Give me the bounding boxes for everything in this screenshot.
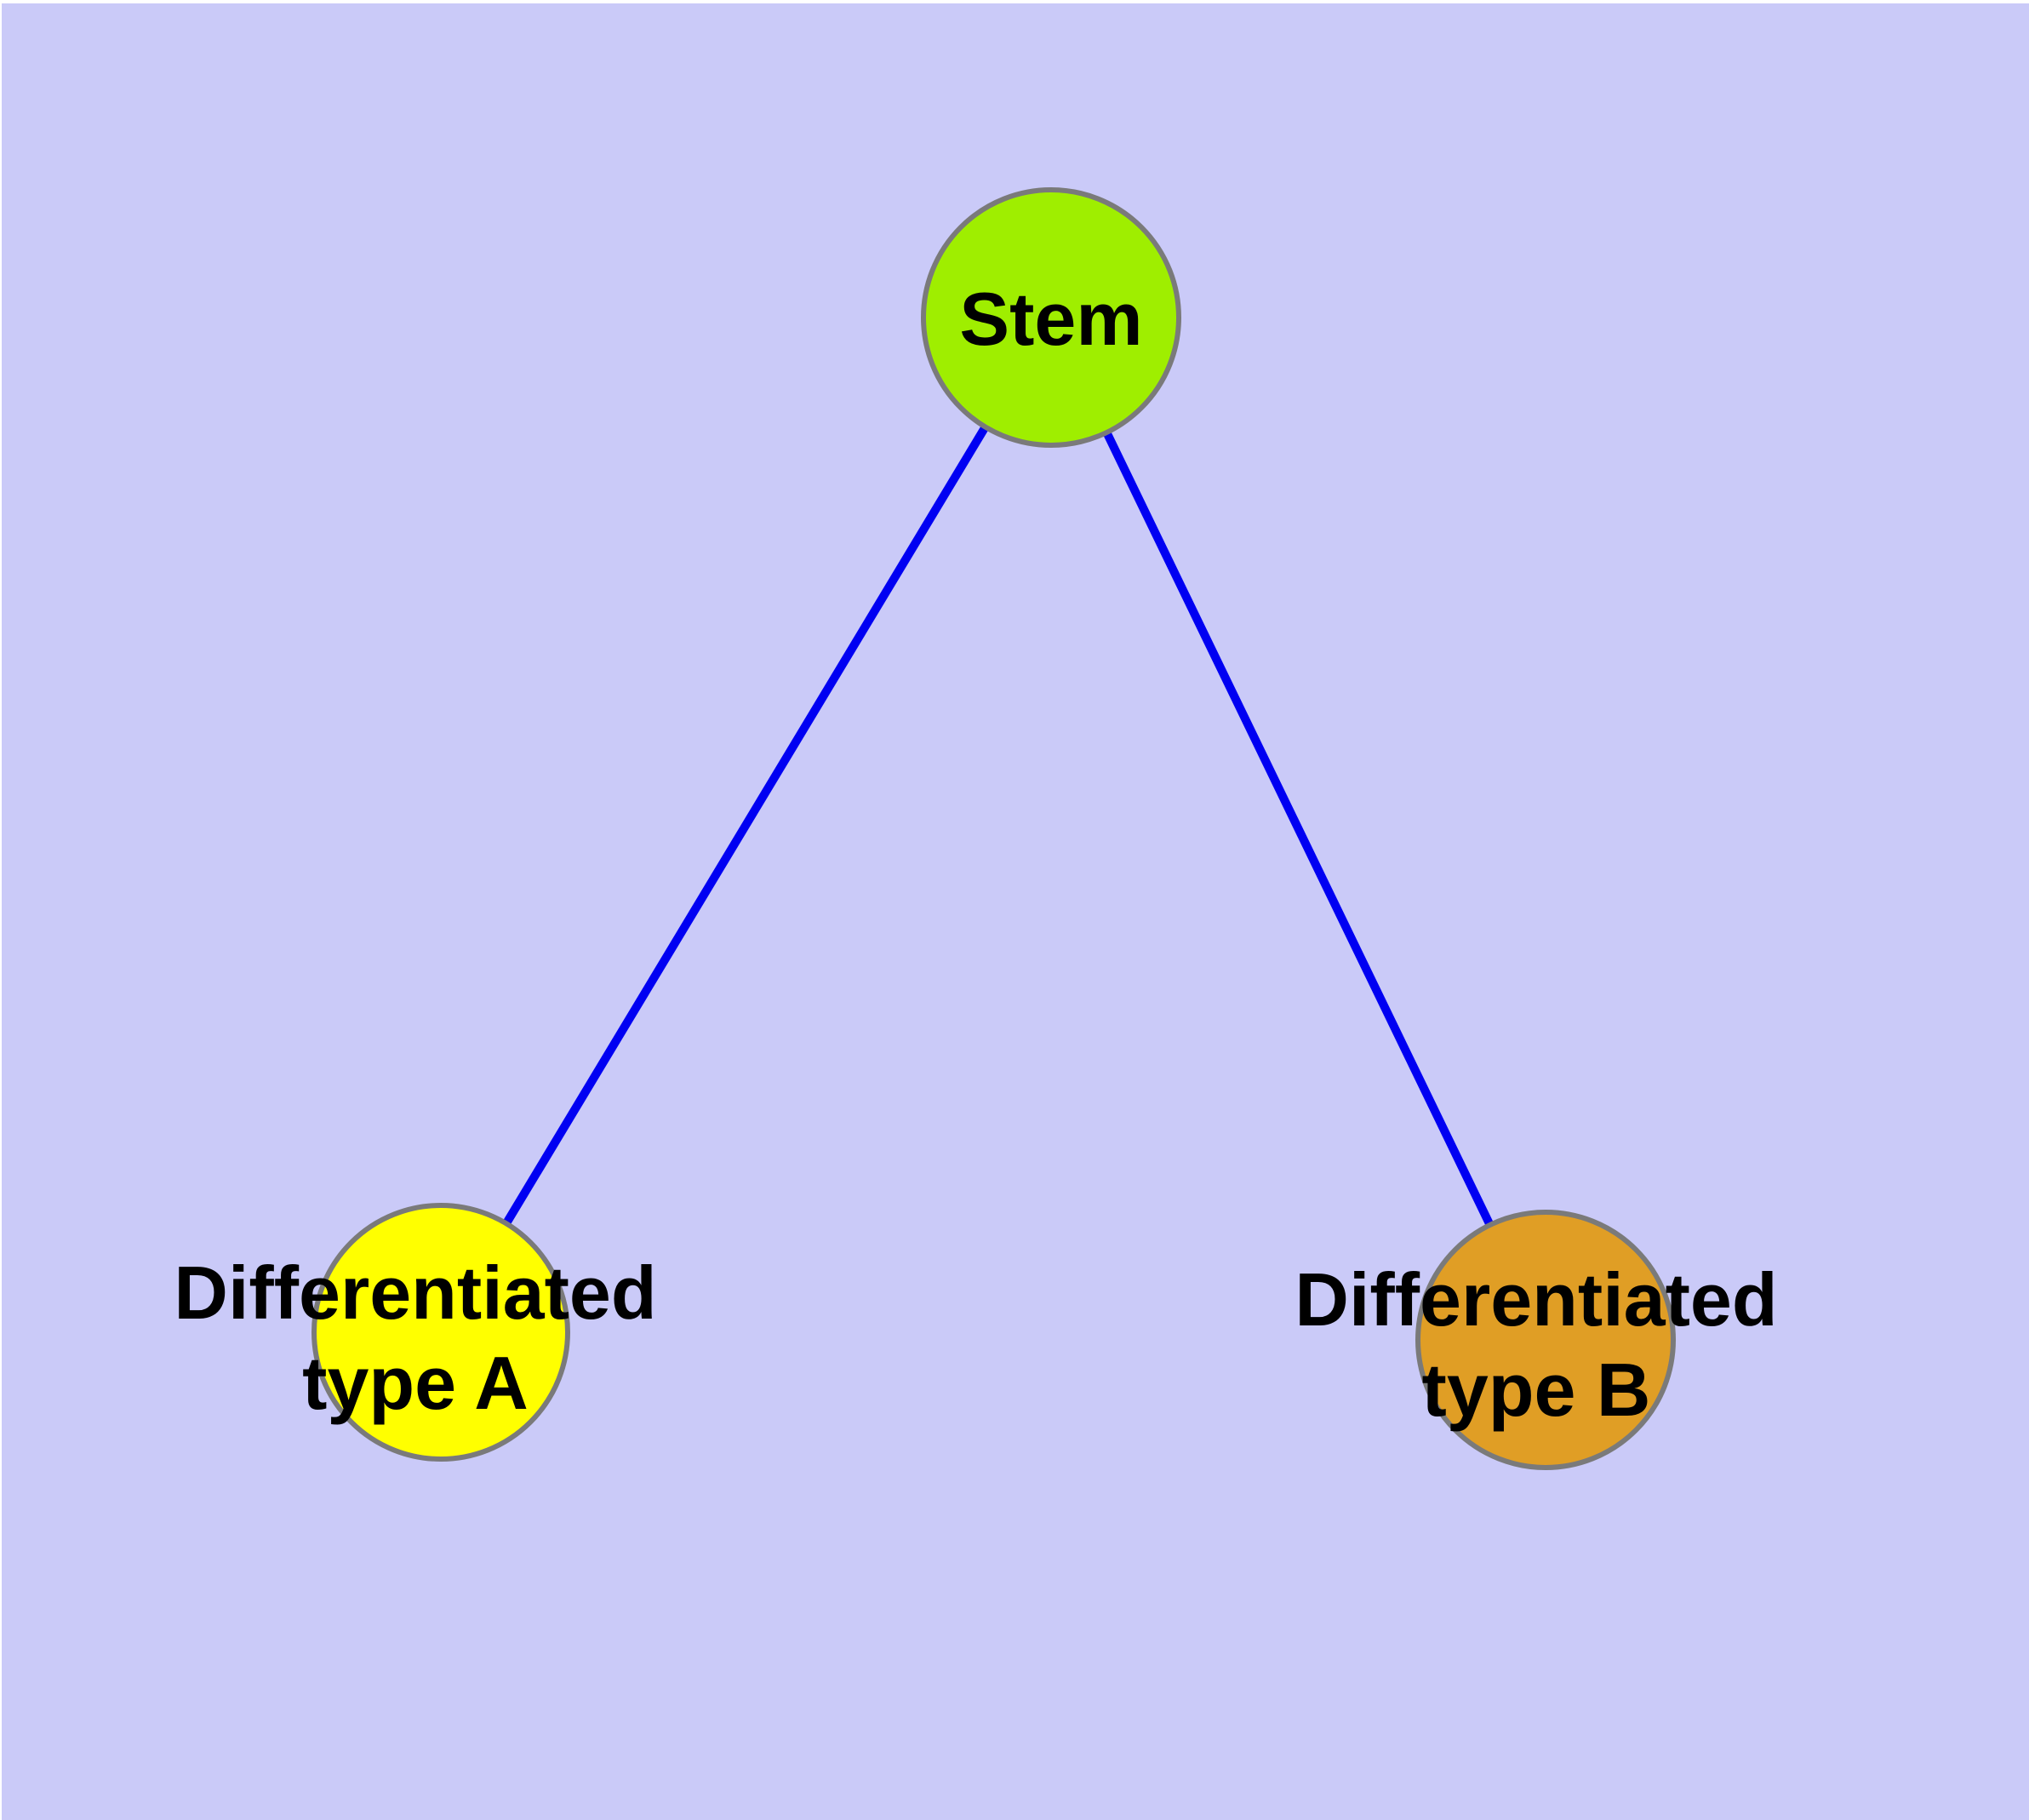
node-label-type-a-line1: Differentiated: [174, 1251, 656, 1335]
node-label-type-b-line2: type B: [1422, 1348, 1651, 1432]
node-differentiated-type-b: [1415, 1210, 1676, 1470]
node-label-type-b-line1: Differentiated: [1295, 1257, 1777, 1342]
edge-stem-to-type-a: [437, 315, 1055, 1335]
label-group: Stem Differentiated type A Differentiate…: [174, 277, 1777, 1432]
edge-group: [437, 315, 1550, 1342]
node-group: [311, 187, 1676, 1470]
node-label-stem: Stem: [959, 277, 1142, 361]
node-label-type-a-line2: type A: [302, 1341, 529, 1425]
edge-stem-to-type-b: [1047, 315, 1550, 1342]
node-stem: [921, 187, 1181, 448]
node-differentiated-type-a: [311, 1203, 570, 1462]
